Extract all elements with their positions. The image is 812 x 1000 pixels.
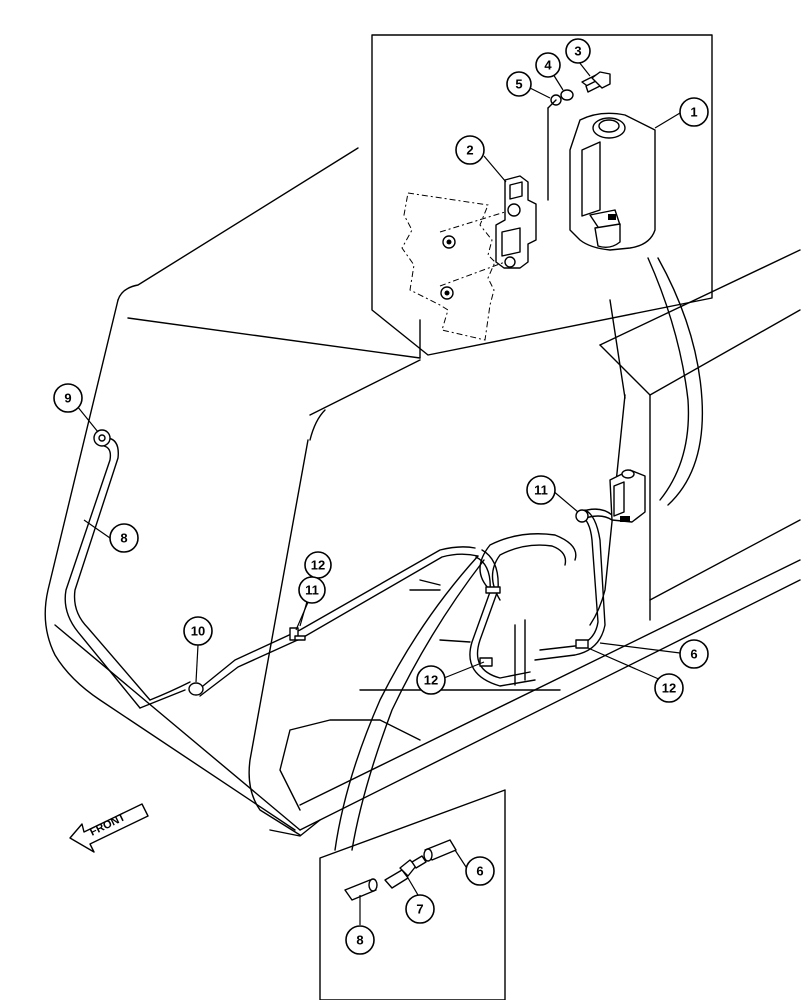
callout-1: 1: [679, 97, 709, 127]
callout-9: 9: [53, 383, 83, 413]
callout-8-main: 8: [109, 523, 139, 553]
callout-7: 7: [405, 894, 435, 924]
fittings-detail-box: [319, 789, 506, 1000]
callout-5: 5: [506, 71, 532, 97]
washer-hoses: [64, 257, 704, 851]
callout-11-left-label: 11: [305, 583, 319, 598]
callout-4-label: 4: [544, 58, 552, 73]
hose-clamps: [188, 509, 589, 696]
callout-6-right-label: 6: [690, 647, 697, 662]
callout-11-left: 11: [298, 576, 326, 604]
callout-11-right: 11: [526, 475, 556, 505]
callout-12-right: 12: [654, 673, 684, 703]
callout-8-main-label: 8: [120, 531, 127, 546]
callout-2: 2: [455, 135, 485, 165]
callout-7-label: 7: [416, 902, 423, 917]
reservoir-detail-box: [371, 34, 713, 356]
callout-2-label: 2: [466, 143, 473, 158]
callout-12-right-label: 12: [662, 681, 676, 696]
nozzle: [93, 429, 111, 447]
callout-8-detail: 8: [345, 925, 375, 955]
mounted-reservoir: [609, 469, 646, 523]
callout-11-right-label: 11: [534, 483, 548, 498]
callout-10: 10: [183, 616, 213, 646]
callout-6-detail: 6: [465, 856, 495, 886]
callout-4: 4: [535, 52, 561, 78]
callout-12-upper: 12: [304, 551, 332, 579]
callout-3-label: 3: [574, 44, 581, 59]
callout-8-detail-label: 8: [356, 933, 363, 948]
callout-12-center: 12: [416, 665, 446, 695]
callout-12-upper-label: 12: [311, 558, 325, 573]
callout-5-label: 5: [515, 77, 522, 92]
callout-10-label: 10: [191, 624, 205, 639]
callout-9-label: 9: [64, 391, 71, 406]
leader-lines: [76, 61, 681, 925]
callout-12-center-label: 12: [424, 673, 438, 688]
callout-6-detail-label: 6: [476, 864, 483, 879]
front-direction-arrow: FRONT: [69, 803, 149, 853]
callout-6-right: 6: [679, 639, 709, 669]
callout-3: 3: [565, 38, 591, 64]
cab-body: [44, 147, 801, 837]
callout-1-label: 1: [690, 105, 697, 120]
